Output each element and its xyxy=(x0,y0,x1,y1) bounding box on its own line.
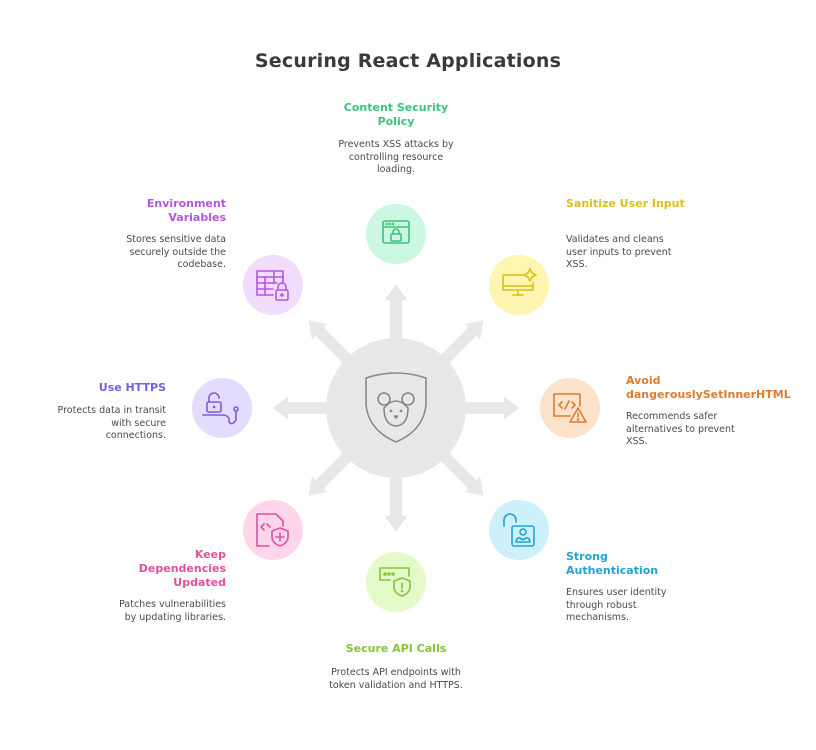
https-title: Use HTTPS xyxy=(98,381,166,394)
lock-cable-icon xyxy=(202,392,239,425)
auth-title: Strong Authentication xyxy=(566,550,659,577)
code-warning-icon xyxy=(553,393,587,423)
arrow-deps xyxy=(308,446,358,496)
env-title: Environment Variables xyxy=(146,197,226,224)
shield-bear-icon xyxy=(365,372,427,443)
csp-icon-circle xyxy=(366,204,426,264)
api-shield-icon xyxy=(379,567,411,597)
auth-description: Ensures user identity through robust mec… xyxy=(566,587,667,623)
arrow-env xyxy=(308,320,358,370)
file-shield-plus-icon xyxy=(256,513,289,547)
env-description: Stores sensitive data securely outside t… xyxy=(126,234,226,270)
deps-icon-circle xyxy=(243,500,303,560)
api-title: Secure API Calls xyxy=(345,642,447,655)
csp-description: Prevents XSS attacks by controlling reso… xyxy=(338,139,454,175)
diagram-title: Securing React Applications xyxy=(254,50,562,72)
sanitize-title: Sanitize User Input xyxy=(566,197,685,210)
auth-icon-circle xyxy=(489,500,549,560)
arrow-https xyxy=(272,397,336,419)
arrow-sanitize xyxy=(434,320,484,370)
table-lock-icon xyxy=(256,270,289,301)
arrow-csp xyxy=(385,284,407,348)
avoid-dsih-icon-circle xyxy=(540,378,600,438)
csp-title: Content Security Policy xyxy=(343,101,449,128)
avoid-dsih-description: Recommends safer alternatives to prevent… xyxy=(626,411,735,447)
sanitize-icon-circle xyxy=(489,255,549,315)
https-description: Protects data in transit with secure con… xyxy=(57,405,166,441)
arrow-auth xyxy=(434,446,484,496)
https-icon-circle xyxy=(192,378,252,438)
deps-description: Patches vulnerabilities by updating libr… xyxy=(119,599,226,623)
avoid-dsih-title: Avoid dangerouslySetInnerHTML xyxy=(626,374,791,401)
env-icon-circle xyxy=(243,255,303,315)
api-icon-circle xyxy=(366,552,426,612)
monitor-sparkle-icon xyxy=(502,268,537,296)
api-description: Protects API endpoints with token valida… xyxy=(329,667,463,691)
browser-lock-icon xyxy=(382,220,410,244)
arrow-avoid-dsih xyxy=(456,397,520,419)
arrow-api xyxy=(385,468,407,532)
deps-title: Keep Dependencies Updated xyxy=(138,548,226,589)
unlocked-user-icon xyxy=(503,513,535,547)
sanitize-description: Validates and cleans user inputs to prev… xyxy=(566,234,672,270)
